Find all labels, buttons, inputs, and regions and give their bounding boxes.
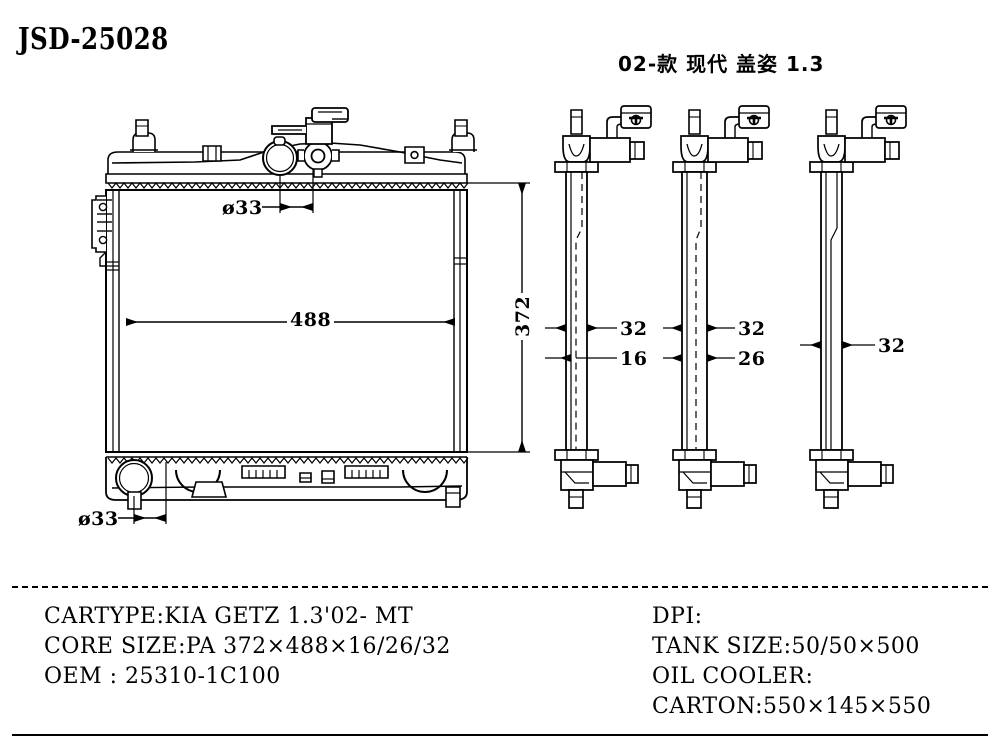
spec-oil-cooler: OIL COOLER: xyxy=(652,664,814,689)
dim-side2-thickness-upper: 32 xyxy=(738,318,766,340)
dim-side2-thickness-lower: 26 xyxy=(738,348,766,370)
front-view-drawing xyxy=(0,0,560,560)
spec-tank-size: TANK SIZE:50/50×500 xyxy=(652,634,920,659)
specification-table: CARTYPE:KIA GETZ 1.3'02- MT CORE SIZE:PA… xyxy=(12,586,988,736)
spec-core-size: CORE SIZE:PA 372×488×16/26/32 xyxy=(44,634,451,659)
radiator-side-view-1: 32 16 xyxy=(545,100,695,540)
model-title-label: 02-款 现代 盖姿 1.3 xyxy=(618,52,825,76)
dim-side3-thickness-upper: 32 xyxy=(878,335,906,357)
dim-side1-thickness-lower: 16 xyxy=(620,348,648,370)
dim-core-height: 372 xyxy=(512,292,534,340)
spec-right-column: DPI: TANK SIZE:50/50×500 OIL COOLER: CAR… xyxy=(652,602,931,722)
side-view-2-drawing xyxy=(663,100,813,540)
side-view-3-drawing xyxy=(800,100,960,540)
dim-inlet-diameter-top: ø33 xyxy=(222,197,263,219)
side-view-1-drawing xyxy=(545,100,695,540)
dim-core-width: 488 xyxy=(287,309,335,331)
radiator-front-view: ø33 488 372 ø33 xyxy=(0,0,560,560)
part-number-label: JSD-25028 xyxy=(18,22,169,57)
dim-side1-thickness-upper: 32 xyxy=(620,318,648,340)
spec-cartype: CARTYPE:KIA GETZ 1.3'02- MT xyxy=(44,604,414,629)
spec-left-column: CARTYPE:KIA GETZ 1.3'02- MT CORE SIZE:PA… xyxy=(44,602,451,692)
dim-outlet-diameter-bottom: ø33 xyxy=(78,508,119,530)
spec-carton: CARTON:550×145×550 xyxy=(652,694,932,719)
spec-dpi: DPI: xyxy=(652,604,703,629)
radiator-side-view-2: 32 26 xyxy=(663,100,813,540)
radiator-side-view-3: 32 xyxy=(800,100,960,540)
spec-oem: OEM : 25310-1C100 xyxy=(44,664,281,689)
